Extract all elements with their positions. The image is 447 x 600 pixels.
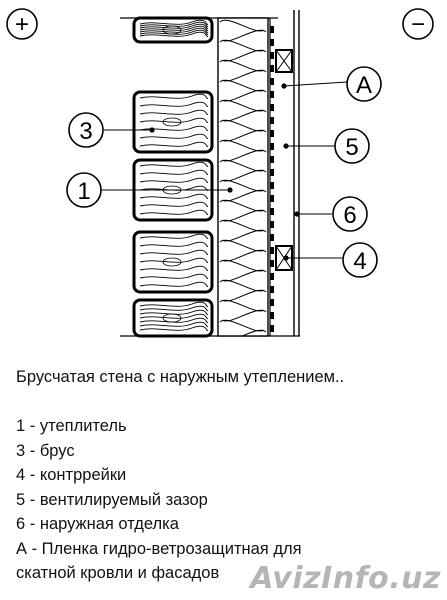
callout-5-label: 5	[345, 134, 358, 161]
leader-dots	[149, 83, 300, 261]
legend-item-4: 4 - контррейки	[16, 466, 127, 484]
callout-6-label: 6	[343, 202, 356, 229]
legend-item-1: 1 - утеплитель	[16, 417, 127, 435]
counter-batten-top	[275, 49, 293, 73]
callout-5: 5	[334, 128, 370, 164]
leader-lines	[100, 81, 348, 259]
minus-marker: −	[402, 8, 434, 40]
callout-4-label: 4	[353, 248, 366, 275]
callout-6: 6	[332, 196, 368, 232]
callout-1: 1	[66, 172, 102, 208]
plus-marker: +	[6, 8, 38, 40]
legend-item-A: А - Пленка гидро-ветрозащитная для	[16, 539, 302, 558]
callout-3-label: 3	[79, 118, 92, 145]
watermark-logo: AvizInfo.uz	[250, 561, 441, 596]
legend-item-6: 6 - наружная отделка	[16, 515, 179, 533]
callout-A-label: A	[356, 72, 372, 99]
timber-beam	[132, 90, 214, 154]
legend: 1 - утеплитель 3 - брус 4 - контррейки 5…	[16, 414, 302, 586]
callout-4: 4	[342, 242, 378, 278]
timber-beam	[132, 298, 214, 338]
exterior-cladding	[293, 10, 300, 336]
timber-beams	[132, 16, 214, 338]
timber-beam	[132, 16, 214, 44]
legend-item-A-cont: скатной кровли и фасадов	[16, 564, 220, 582]
legend-item-3: 3 - брус	[16, 441, 75, 460]
callout-1-label: 1	[77, 178, 90, 205]
timber-beam	[132, 230, 214, 294]
insulation-layer	[217, 17, 269, 337]
diagram-caption: Брусчатая стена с наружным утеплением..	[16, 368, 345, 386]
callout-3: 3	[68, 112, 104, 148]
membrane-layer	[269, 18, 274, 336]
legend-item-5: 5 - вентилируемый зазор	[16, 490, 208, 509]
plus-label: +	[15, 11, 29, 38]
minus-label: −	[411, 11, 425, 38]
wall-section-diagram: + −	[6, 8, 434, 338]
callout-A: A	[346, 66, 382, 102]
